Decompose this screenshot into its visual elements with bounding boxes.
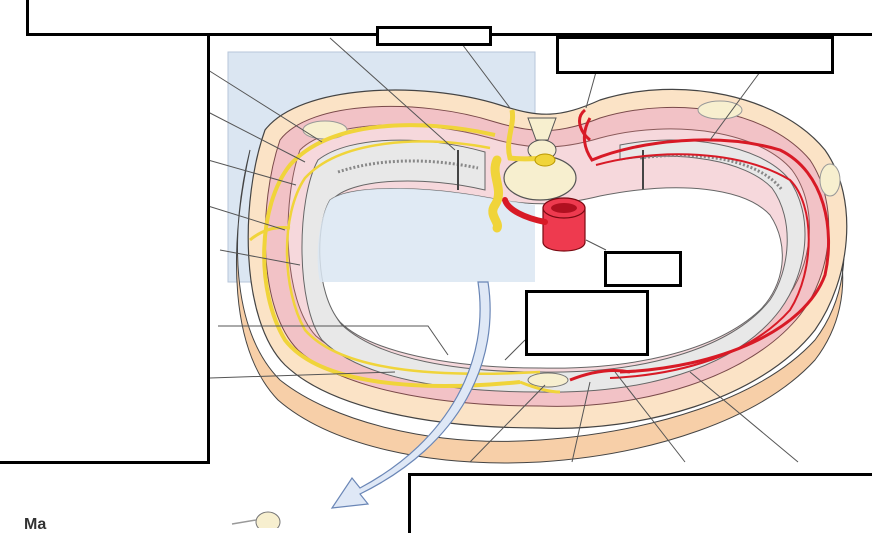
leader-line	[614, 371, 686, 463]
wall-ellipse	[819, 163, 841, 197]
leader-line	[504, 339, 526, 361]
leader-line	[209, 371, 396, 379]
posterior-branch-artery	[578, 108, 591, 142]
rib-texture-right	[639, 153, 784, 191]
leader-line	[689, 371, 799, 463]
leader-line	[218, 325, 449, 356]
leader-line	[709, 71, 761, 141]
leader-lines	[207, 37, 799, 463]
posterior-small-box	[376, 26, 492, 46]
inset-fragment-blob	[255, 511, 281, 528]
leader-line	[207, 159, 297, 186]
leader-line	[585, 239, 607, 251]
leader-line	[585, 71, 597, 109]
leader-line	[219, 249, 301, 266]
enlargement-arrow	[330, 281, 491, 509]
rib-texture-left	[337, 159, 479, 174]
aorta-box	[604, 251, 682, 287]
leader-line	[571, 381, 591, 463]
anterior-intercostal-artery	[569, 368, 631, 382]
collateral-artery	[595, 153, 810, 379]
leader-line	[207, 205, 286, 231]
leader-line	[469, 384, 546, 463]
inset-fragment-line	[231, 519, 257, 525]
anterior-box	[525, 290, 649, 356]
posterior-intercostal-artery	[582, 117, 831, 374]
sternum	[527, 372, 569, 388]
posterior-right-box	[556, 36, 834, 74]
leader-line	[329, 37, 456, 151]
spinous-process	[527, 117, 557, 141]
leader-line	[207, 69, 323, 143]
left-panel-box	[0, 36, 210, 464]
intercostal-nerve	[262, 123, 521, 388]
aorta	[542, 207, 586, 252]
aorta-lumen	[551, 203, 577, 213]
leader-line	[207, 111, 306, 163]
inset-cavity-tint	[317, 188, 535, 282]
lateral-cutaneous-branch	[249, 226, 291, 242]
leader-line	[461, 43, 511, 109]
wall-ellipse	[697, 100, 743, 120]
intercostal-artery-stub	[502, 197, 548, 225]
bottom-right-box	[408, 473, 872, 533]
sympathetic-trunk	[488, 155, 504, 233]
collateral-nerve	[285, 140, 541, 376]
dorsal-root-ganglion	[534, 153, 556, 167]
bottom-fragment-text: Ma	[24, 516, 100, 533]
